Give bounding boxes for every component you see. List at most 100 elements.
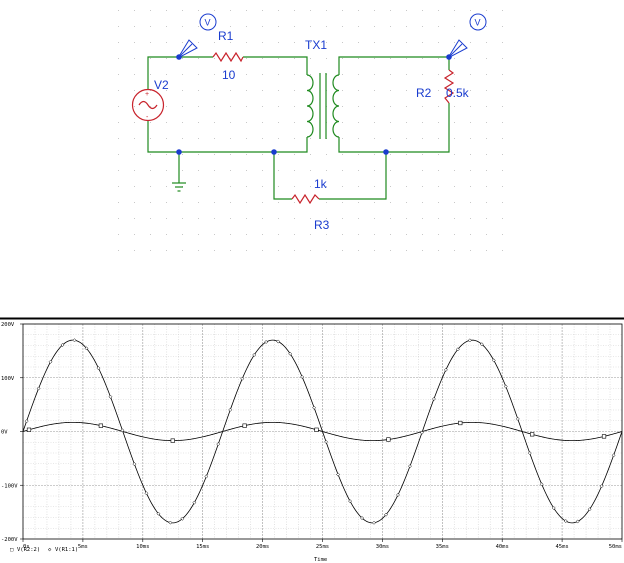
voltage-probe-right[interactable]: V: [446, 13, 487, 60]
grid-dot: [118, 90, 119, 91]
grid-dot: [262, 26, 263, 27]
grid-dot: [422, 26, 423, 27]
wire-r3-right: [319, 152, 387, 200]
grid-dot: [358, 154, 359, 155]
grid-dot: [454, 202, 455, 203]
grid-dot: [150, 106, 151, 107]
grid-dot: [470, 234, 471, 235]
grid-dot: [342, 250, 343, 251]
grid-dot: [294, 250, 295, 251]
grid-dot: [262, 202, 263, 203]
grid-dot: [342, 138, 343, 139]
resistor-r3-symbol[interactable]: [291, 193, 320, 205]
grid-dot: [278, 154, 279, 155]
grid-dot: [246, 58, 247, 59]
grid-dot: [182, 202, 183, 203]
grid-dot: [294, 218, 295, 219]
grid-dot: [406, 218, 407, 219]
grid-dot: [230, 74, 231, 75]
trace-marker-diamond: [288, 351, 293, 356]
grid-dot: [374, 26, 375, 27]
grid-dot: [422, 74, 423, 75]
grid-dot: [134, 202, 135, 203]
grid-dot: [486, 250, 487, 251]
grid-dot: [422, 202, 423, 203]
grid-dot: [150, 218, 151, 219]
grid-dot: [502, 58, 503, 59]
probe-tip-icon: [446, 39, 468, 60]
legend: □ V(R2:2) ◇ V(R1:1): [10, 547, 78, 553]
grid-dot: [150, 170, 151, 171]
grid-dot: [150, 250, 151, 251]
grid-dot: [134, 42, 135, 43]
grid-dot: [182, 42, 183, 43]
grid-dot: [294, 138, 295, 139]
grid-dot: [470, 26, 471, 27]
voltage-probe-left[interactable]: V: [176, 13, 217, 60]
grid-dot: [438, 218, 439, 219]
grid-dot: [262, 42, 263, 43]
grid-dot: [230, 138, 231, 139]
x-tick-label: 40ms: [496, 544, 509, 550]
grid-dot: [182, 218, 183, 219]
grid-dot: [470, 106, 471, 107]
grid-dot: [358, 250, 359, 251]
grid-dot: [294, 202, 295, 203]
trace-marker-diamond: [264, 340, 269, 344]
grid-dot: [230, 186, 231, 187]
grid-dot: [230, 250, 231, 251]
grid-dot: [294, 10, 295, 11]
grid-dot: [342, 170, 343, 171]
grid-dot: [374, 58, 375, 59]
resistor-r1-symbol[interactable]: [212, 51, 244, 63]
grid-dot: [470, 74, 471, 75]
grid-dot: [214, 218, 215, 219]
grid-dot: [134, 26, 135, 27]
grid-dot: [406, 10, 407, 11]
trace-marker-diamond: [587, 507, 592, 512]
y-tick-label: 0V: [1, 430, 8, 436]
grid-dot: [390, 90, 391, 91]
grid-dot: [390, 218, 391, 219]
source-v2-symbol[interactable]: + -: [131, 88, 165, 122]
transformer-tx1-symbol[interactable]: [306, 73, 340, 139]
legend-item-v-r2[interactable]: □ V(R2:2): [10, 547, 40, 553]
legend-item-v-r1[interactable]: ◇ V(R1:1): [48, 547, 78, 553]
trace-marker-diamond: [455, 347, 460, 352]
junction-dot: [271, 149, 277, 155]
schematic-dot-grid: [118, 10, 503, 251]
grid-dot: [166, 154, 167, 155]
trace-marker-square: [98, 423, 103, 428]
grid-dot: [198, 138, 199, 139]
trace-marker-diamond: [336, 472, 341, 477]
trace-marker-diamond: [216, 442, 221, 447]
grid-dot: [454, 234, 455, 235]
grid-dot: [310, 26, 311, 27]
grid-dot: [166, 186, 167, 187]
grid-dot: [486, 170, 487, 171]
grid-dot: [198, 106, 199, 107]
grid-dot: [374, 202, 375, 203]
grid-dot: [198, 122, 199, 123]
grid-dot: [454, 26, 455, 27]
grid-dot: [486, 58, 487, 59]
grid-dot: [358, 234, 359, 235]
grid-dot: [118, 58, 119, 59]
grid-dot: [422, 250, 423, 251]
grid-dot: [454, 250, 455, 251]
grid-dot: [150, 186, 151, 187]
trace-marker-diamond: [443, 367, 448, 372]
grid-dot: [502, 234, 503, 235]
x-tick-label: 15ms: [196, 544, 209, 550]
grid-dot: [182, 154, 183, 155]
grid-dot: [294, 186, 295, 187]
grid-dot: [166, 250, 167, 251]
grid-dot: [326, 218, 327, 219]
grid-dot: [150, 138, 151, 139]
grid-dot: [118, 10, 119, 11]
x-tick-label: 35ms: [436, 544, 449, 550]
resistor-r2-symbol[interactable]: [443, 69, 455, 104]
grid-dot: [374, 250, 375, 251]
probe-label: V: [205, 18, 211, 28]
